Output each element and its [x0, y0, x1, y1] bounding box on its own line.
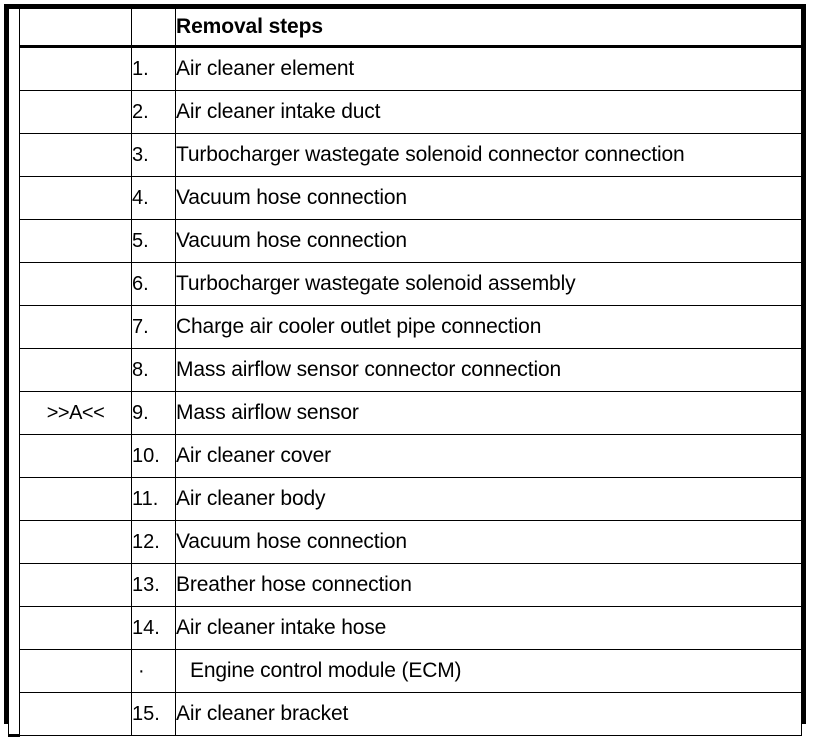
step-marker-cell: [19, 262, 132, 306]
step-description-cell: Turbocharger wastegate solenoid assembly: [175, 262, 802, 306]
step-marker-cell: [19, 434, 132, 478]
step-description-cell: Mass airflow sensor: [175, 391, 802, 435]
table-row: 3.Turbocharger wastegate solenoid connec…: [9, 133, 802, 177]
table-header-row: Removal steps: [8, 8, 802, 737]
step-marker-cell: [19, 219, 132, 263]
table-row: 1.Air cleaner element: [9, 46, 802, 91]
table-row: 15.Air cleaner bracket: [9, 692, 802, 736]
header-marker-cell: [19, 8, 132, 48]
step-description-cell: Mass airflow sensor connector connection: [175, 348, 802, 392]
step-number-cell: 13.: [131, 563, 176, 607]
step-marker-tag: >>A<<: [19, 391, 132, 435]
step-description-cell: Breather hose connection: [175, 563, 802, 607]
table-row: ·Engine control module (ECM): [9, 649, 802, 693]
step-marker-cell: [19, 305, 132, 349]
step-marker-cell: [19, 348, 132, 392]
step-marker-cell: [19, 692, 132, 736]
step-description-cell: Air cleaner intake duct: [175, 90, 802, 134]
step-description-cell: Engine control module (ECM): [175, 649, 802, 693]
step-marker-cell: [19, 563, 132, 607]
table-row: 5.Vacuum hose connection: [9, 219, 802, 263]
table-row: 8.Mass airflow sensor connector connecti…: [9, 348, 802, 392]
table-row: 2.Air cleaner intake duct: [9, 90, 802, 134]
step-description-cell: Vacuum hose connection: [175, 520, 802, 564]
step-bullet-marker: ·: [131, 649, 176, 693]
table-row: 11.Air cleaner body: [9, 477, 802, 521]
step-number-cell: 14.: [131, 606, 176, 650]
table-row: 14.Air cleaner intake hose: [9, 606, 802, 650]
table-row: 10.Air cleaner cover: [9, 434, 802, 478]
step-number-cell: 2.: [131, 90, 176, 134]
step-number-cell: 10.: [131, 434, 176, 478]
step-marker-cell: [19, 90, 132, 134]
table-row: 7.Charge air cooler outlet pipe connecti…: [9, 305, 802, 349]
step-number-cell: 7.: [131, 305, 176, 349]
step-marker-cell: [19, 477, 132, 521]
header-number-cell: [131, 8, 176, 48]
step-description-cell: Charge air cooler outlet pipe connection: [175, 305, 802, 349]
step-number-cell: 3.: [131, 133, 176, 177]
step-description-cell: Vacuum hose connection: [175, 176, 802, 220]
step-description-cell: Air cleaner bracket: [175, 692, 802, 736]
step-number-cell: 8.: [131, 348, 176, 392]
step-number-cell: 15.: [131, 692, 176, 736]
table-row: 12.Vacuum hose connection: [9, 520, 802, 564]
table-row: 4.Vacuum hose connection: [9, 176, 802, 220]
removal-steps-header: Removal steps: [175, 8, 802, 48]
step-description-cell: Air cleaner cover: [175, 434, 802, 478]
step-marker-cell: [19, 520, 132, 564]
step-marker-cell: [19, 606, 132, 650]
step-description-cell: Air cleaner body: [175, 477, 802, 521]
step-number-cell: 4.: [131, 176, 176, 220]
step-number-cell: 12.: [131, 520, 176, 564]
step-description-cell: Vacuum hose connection: [175, 219, 802, 263]
table-row: >>A<<9.Mass airflow sensor: [9, 391, 802, 435]
step-marker-cell: [19, 46, 132, 91]
step-marker-cell: [19, 649, 132, 693]
step-number-cell: 9.: [131, 391, 176, 435]
step-marker-cell: [19, 133, 132, 177]
step-description-cell: Air cleaner element: [175, 46, 802, 91]
marker-rail-column: [8, 8, 20, 737]
table-row: 6.Turbocharger wastegate solenoid assemb…: [9, 262, 802, 306]
step-number-cell: 6.: [131, 262, 176, 306]
step-description-cell: Air cleaner intake hose: [175, 606, 802, 650]
step-number-cell: 5.: [131, 219, 176, 263]
step-marker-cell: [19, 176, 132, 220]
step-number-cell: 11.: [131, 477, 176, 521]
table-row: 13.Breather hose connection: [9, 563, 802, 607]
step-number-cell: 1.: [131, 46, 176, 91]
step-description-cell: Turbocharger wastegate solenoid connecto…: [175, 133, 802, 177]
